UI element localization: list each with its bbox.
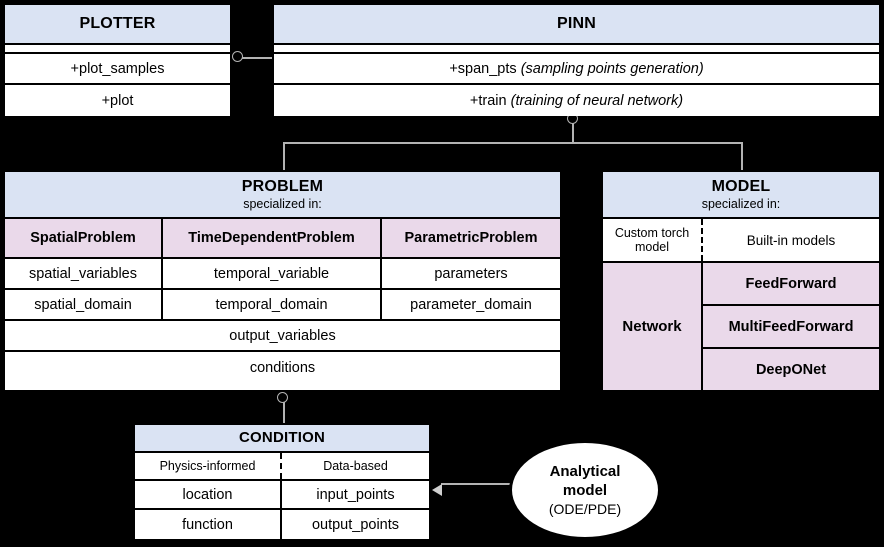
- attr-input-points: input_points: [316, 486, 395, 503]
- problem-title: PROBLEM: [241, 178, 324, 195]
- plotter-method-plot-samples[interactable]: +plot_samples: [5, 54, 230, 85]
- class-box-problem[interactable]: PROBLEM specialized in: SpatialProblem T…: [3, 170, 562, 392]
- connector-plotter-pinn: [238, 57, 274, 59]
- attr-output-variables: output_variables: [229, 327, 336, 344]
- problem-attribute-row: spatial_variables temporal_variable para…: [5, 259, 560, 290]
- plotter-header: PLOTTER: [5, 5, 230, 45]
- model-builtin-list: FeedForward MultiFeedForward DeepONet: [703, 263, 879, 390]
- subclass-time-dependent-problem[interactable]: TimeDependentProblem: [163, 219, 382, 257]
- pinn-title: PINN: [556, 15, 597, 32]
- class-box-plotter[interactable]: PLOTTER +plot_samples +plot: [3, 3, 232, 116]
- aggregation-circle-condition: [277, 392, 288, 403]
- attr-parameter-domain: parameter_domain: [410, 296, 532, 313]
- pinn-method-span-pts[interactable]: +span_pts (sampling points generation): [274, 54, 879, 85]
- attr-spatial-domain: spatial_domain: [5, 290, 163, 319]
- plotter-method-plot[interactable]: +plot: [5, 85, 230, 116]
- plotter-method-label: +plot_samples: [70, 60, 165, 77]
- pinn-method-note: (training of neural network): [510, 92, 684, 109]
- arrowhead-to-condition: [432, 484, 442, 496]
- model-network-grid: Network FeedForward MultiFeedForward Dee…: [603, 263, 879, 390]
- attr-spatial-variables: spatial_variables: [5, 259, 163, 288]
- model-kind-custom-torch: Custom torch model: [603, 219, 703, 261]
- attr-parameters: parameters: [434, 265, 508, 282]
- attr-temporal-variable: temporal_variable: [163, 259, 382, 288]
- subclass-spatial-problem[interactable]: SpatialProblem: [5, 219, 163, 257]
- aggregation-circle-plotter: [232, 51, 243, 62]
- pinn-method-name: +train: [469, 92, 507, 109]
- problem-shared-conditions: conditions: [5, 352, 560, 383]
- problem-attribute-row: spatial_domain temporal_domain parameter…: [5, 290, 560, 321]
- problem-subclass-row: SpatialProblem TimeDependentProblem Para…: [5, 219, 560, 259]
- analytical-line-1: Analytical: [549, 462, 621, 480]
- plotter-attributes-empty-row: [5, 45, 230, 54]
- model-subtitle: specialized in:: [701, 197, 781, 211]
- condition-attribute-row: function output_points: [135, 510, 429, 539]
- model-title: MODEL: [711, 178, 771, 195]
- pinn-method-note: (sampling points generation): [520, 60, 704, 77]
- model-kind-row: Custom torch model Built-in models: [603, 219, 879, 263]
- condition-kind-data-based: Data-based: [323, 459, 388, 473]
- model-kind-builtin: Built-in models: [746, 232, 836, 248]
- pinn-method-name: +span_pts: [449, 60, 517, 77]
- plotter-title: PLOTTER: [79, 15, 156, 32]
- connector-pinn-down: [572, 119, 574, 143]
- analytical-line-3: (ODE/PDE): [548, 500, 622, 517]
- pinn-method-train[interactable]: +train (training of neural network): [274, 85, 879, 116]
- class-box-model[interactable]: MODEL specialized in: Custom torch model…: [601, 170, 881, 392]
- problem-subtitle: specialized in:: [243, 197, 322, 211]
- problem-shared-output-variables: output_variables: [5, 321, 560, 352]
- model-feedforward[interactable]: FeedForward: [703, 263, 879, 306]
- class-box-condition[interactable]: CONDITION Physics-informed Data-based lo…: [133, 423, 431, 541]
- condition-kind-row: Physics-informed Data-based: [135, 453, 429, 481]
- class-box-pinn[interactable]: PINN +span_pts (sampling points generati…: [272, 3, 881, 116]
- connector-analytical-condition: [441, 483, 515, 485]
- analytical-model-ellipse[interactable]: Analytical model (ODE/PDE): [509, 440, 661, 540]
- attr-function: function: [135, 510, 282, 539]
- connector-branch-to-problem: [283, 142, 285, 170]
- pinn-header: PINN: [274, 5, 879, 45]
- attr-temporal-domain: temporal_domain: [163, 290, 382, 319]
- condition-header: CONDITION: [135, 425, 429, 453]
- subclass-parametric-problem[interactable]: ParametricProblem: [382, 219, 560, 257]
- model-multifeedforward[interactable]: MultiFeedForward: [703, 306, 879, 349]
- condition-attribute-row: location input_points: [135, 481, 429, 510]
- attr-output-points: output_points: [311, 516, 400, 533]
- attr-location: location: [135, 481, 282, 508]
- problem-header: PROBLEM specialized in:: [5, 172, 560, 219]
- model-header: MODEL specialized in:: [603, 172, 879, 219]
- connector-problem-condition: [283, 398, 285, 423]
- condition-title: CONDITION: [239, 429, 325, 446]
- plotter-method-label: +plot: [101, 92, 134, 109]
- attr-conditions: conditions: [249, 359, 316, 376]
- model-custom-network[interactable]: Network: [603, 263, 703, 390]
- analytical-line-2: model: [562, 481, 608, 499]
- connector-branch-to-model: [741, 142, 743, 170]
- condition-kind-physics-informed: Physics-informed: [135, 453, 282, 479]
- connector-branch-bar: [283, 142, 743, 144]
- model-deeponet[interactable]: DeepONet: [703, 349, 879, 390]
- pinn-attributes-empty-row: [274, 45, 879, 54]
